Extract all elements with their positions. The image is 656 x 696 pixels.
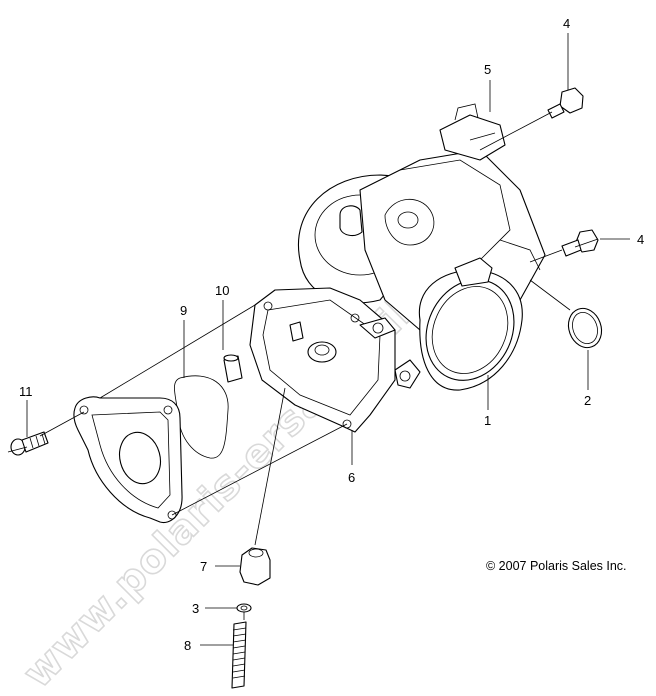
callout-5: 5 [484, 62, 491, 77]
callout-3: 3 [192, 601, 199, 616]
callout-1: 1 [484, 413, 491, 428]
callout-7: 7 [200, 559, 207, 574]
pin-part [223, 354, 243, 383]
screw-top-part [547, 87, 584, 119]
callout-labels: 4 5 4 2 1 6 10 9 11 7 3 8 [19, 16, 644, 653]
throttle-body-part [298, 103, 546, 391]
stud-part [231, 621, 247, 689]
callout-10: 10 [215, 283, 229, 298]
leader-lines [7, 33, 630, 646]
nut-part [239, 547, 271, 586]
gasket-ring-part [174, 375, 229, 459]
callout-4-top: 4 [563, 16, 570, 31]
callout-9: 9 [180, 303, 187, 318]
screw-right-part [561, 229, 599, 257]
callout-6: 6 [348, 470, 355, 485]
screw-left-part [10, 431, 49, 456]
callout-2: 2 [584, 393, 591, 408]
copyright-text: © 2007 Polaris Sales Inc. [486, 559, 627, 573]
washer-part [236, 603, 252, 613]
callout-11: 11 [19, 384, 33, 399]
callout-8: 8 [184, 638, 191, 653]
cover-housing-part [249, 287, 396, 433]
o-ring-part [567, 307, 603, 349]
callout-4-right: 4 [637, 232, 644, 247]
cover-plate-part [73, 396, 183, 524]
